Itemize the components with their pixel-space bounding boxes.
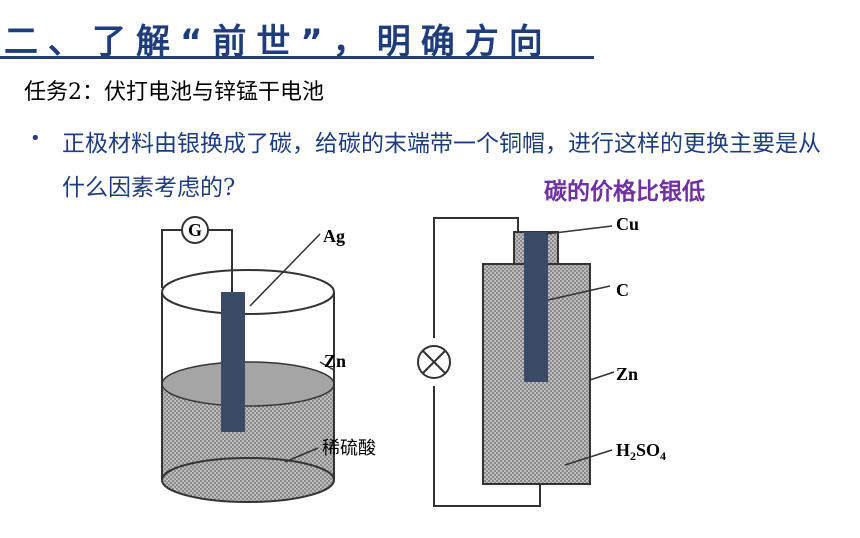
question-text: 正极材料由银换成了碳，给碳的末端带一个铜帽，进行这样的更换主要是从什么因素考虑的… — [62, 131, 821, 201]
dry-cell-circuit-top — [433, 217, 519, 338]
task-heading: 任务2：伏打电池与锌锰干电池 — [24, 80, 324, 105]
c-leader — [547, 285, 611, 301]
acid-leader — [284, 447, 319, 463]
answer-text: 碳的价格比银低 — [544, 179, 705, 205]
carbon-rod — [524, 232, 548, 382]
zn-leader-right — [589, 371, 615, 381]
dry-cell: Cu C Zn H2SO4 — [417, 214, 666, 507]
zn-label-left: Zn — [324, 351, 346, 371]
ag-label: Ag — [323, 226, 345, 246]
h2so4-leader — [564, 449, 613, 466]
title-underline — [0, 56, 594, 59]
silver-electrode — [221, 292, 245, 432]
beaker-bottom — [161, 457, 335, 503]
bulb-cross-b — [422, 350, 446, 374]
acid-label: 稀硫酸 — [322, 438, 376, 459]
ag-leader — [249, 233, 321, 307]
c-label: C — [616, 280, 629, 300]
galvanometer-icon — [181, 216, 209, 244]
solution-surface — [161, 361, 335, 407]
galvanometer-label: G — [188, 220, 202, 240]
cu-label: Cu — [616, 214, 639, 234]
cu-leader — [545, 225, 613, 235]
dry-cell-circuit-bottom — [433, 386, 541, 507]
page-title: 二、了解“前世”，明确方向 — [4, 22, 553, 62]
voltaic-wire-right — [208, 229, 233, 292]
voltaic-cell: G Ag Zn 稀硫酸 — [161, 216, 376, 503]
zn-label-right: Zn — [616, 364, 638, 384]
beaker-top — [161, 269, 335, 315]
h2so4-label: H2SO4 — [616, 440, 666, 463]
voltaic-wire-left — [161, 229, 182, 288]
bullet-marker: • — [30, 128, 41, 149]
zn-leader — [319, 361, 335, 371]
